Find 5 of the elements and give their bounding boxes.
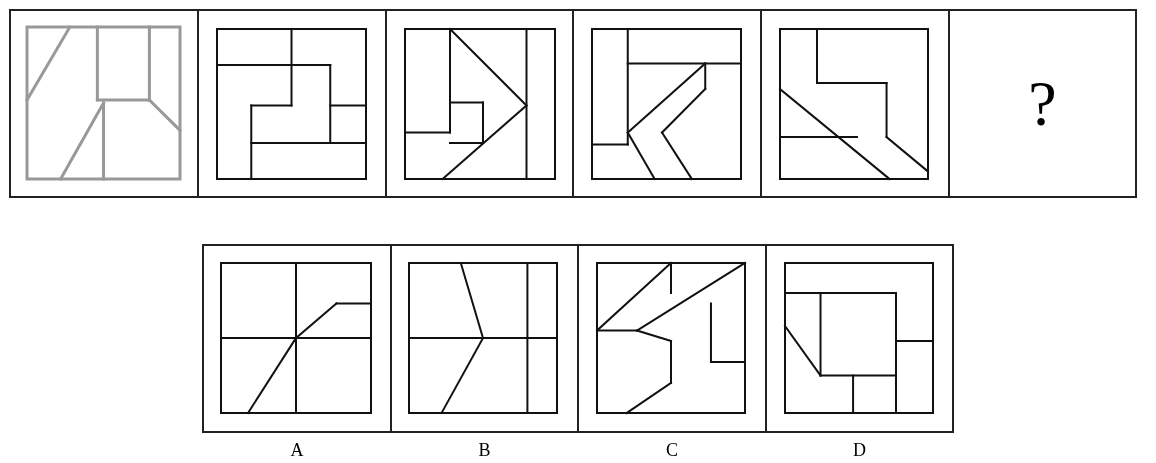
option-letter: D (852, 441, 867, 459)
question-mark: ? (1027, 72, 1058, 136)
option-letter: A (289, 441, 305, 459)
option-letter: C (665, 441, 679, 459)
option-letter: B (477, 441, 492, 459)
